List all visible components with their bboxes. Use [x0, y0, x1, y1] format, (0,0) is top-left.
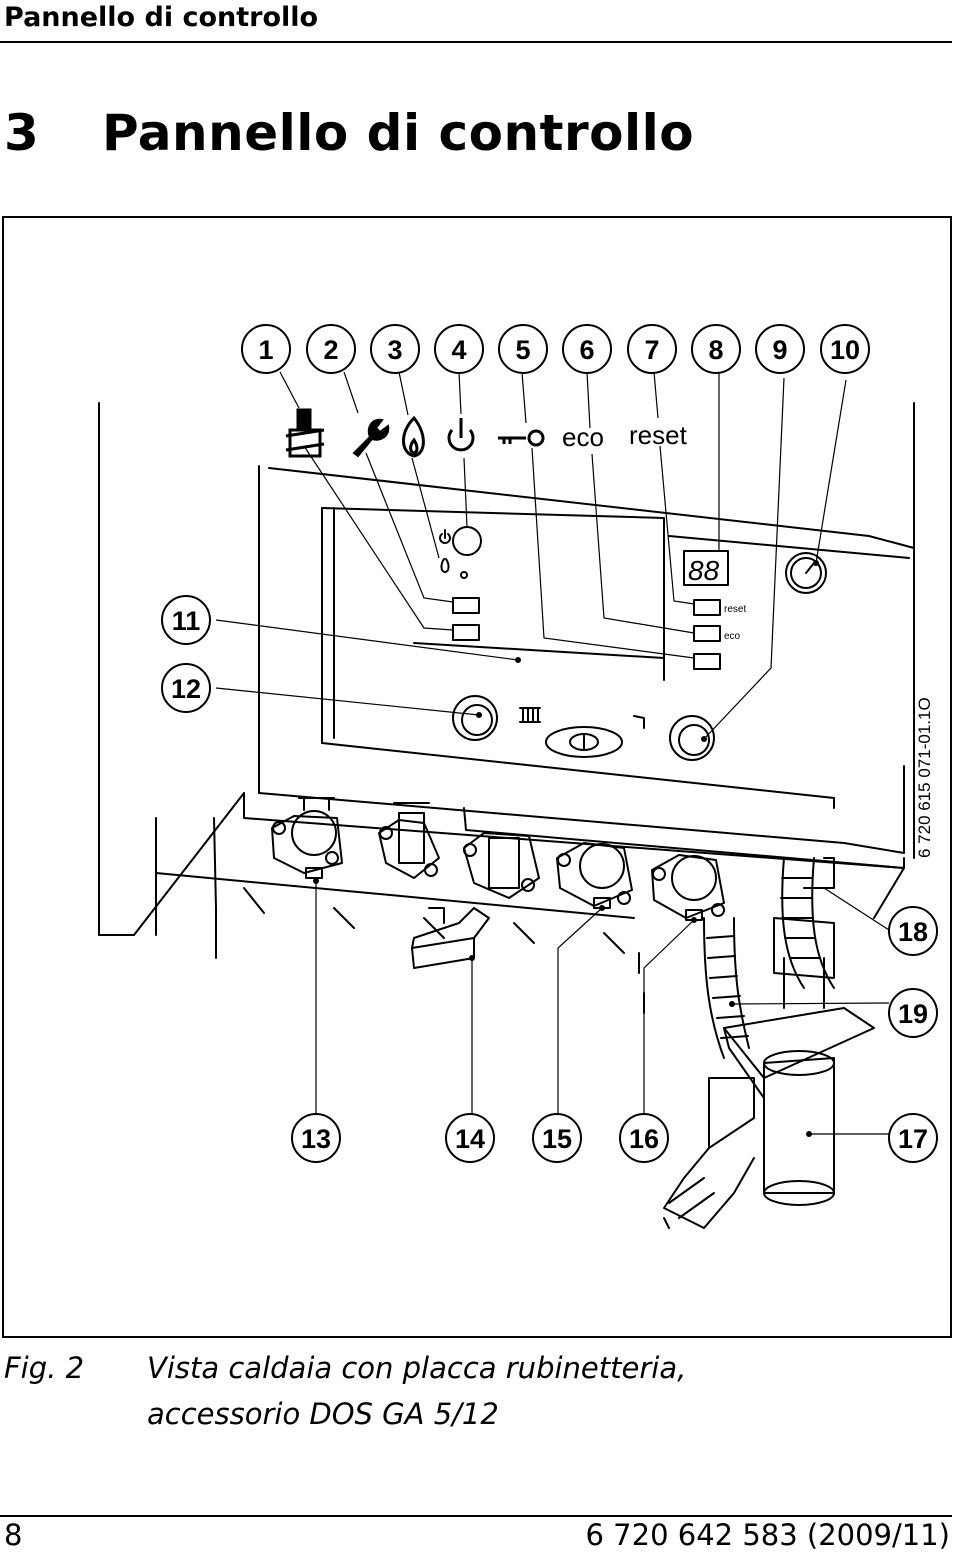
callout-1-label: 1 — [258, 335, 273, 365]
callout-10-label: 10 — [830, 335, 860, 365]
callout-13-label: 13 — [301, 1124, 331, 1154]
callout-14-label: 14 — [455, 1124, 485, 1154]
callout-17-label: 17 — [898, 1124, 928, 1154]
callout-17 — [888, 1113, 938, 1163]
callout-15 — [532, 1113, 582, 1163]
header-rule — [0, 41, 952, 43]
panel-reset-label: reset — [724, 604, 746, 615]
callout-2-label: 2 — [323, 335, 338, 365]
wrench-icon — [352, 418, 390, 458]
callout-9 — [755, 324, 805, 374]
callout-6-label: 6 — [579, 335, 594, 365]
callout-18 — [888, 906, 938, 956]
callout-16-label: 16 — [629, 1124, 659, 1154]
chimney-sweep-icon — [285, 408, 325, 458]
drawing-number: 6 720 615 071-01.1O — [915, 697, 934, 858]
callout-3-label: 3 — [387, 335, 402, 365]
figure-frame: eco reset reset eco 88 6 720 615 071-01.… — [2, 216, 952, 1338]
callout-5 — [498, 324, 548, 374]
callout-16 — [619, 1113, 669, 1163]
chapter-number: 3 — [4, 104, 40, 162]
callout-19 — [888, 988, 938, 1038]
footer-rule — [0, 1515, 952, 1517]
boiler-illustration: eco reset reset eco 88 6 720 615 071-01.… — [98, 324, 938, 1229]
reset-symbol-label: reset — [629, 420, 688, 450]
callout-2 — [306, 324, 356, 374]
figure-caption-label: Fig. 2 — [4, 1351, 85, 1385]
running-header: Pannello di controllo — [4, 2, 319, 33]
flame-icon — [402, 415, 425, 458]
panel-eco-label: eco — [724, 631, 741, 642]
callout-7-label: 7 — [644, 335, 659, 365]
callout-3 — [370, 324, 420, 374]
callout-8-label: 8 — [708, 335, 723, 365]
callout-4-label: 4 — [451, 335, 466, 365]
key-icon — [498, 429, 545, 447]
document-number: 6 720 642 583 (2009/11) — [585, 1518, 950, 1552]
callout-15-label: 15 — [542, 1124, 572, 1154]
callout-14 — [445, 1113, 495, 1163]
figure-caption-line-2: accessorio DOS GA 5/12 — [147, 1397, 499, 1431]
callout-5-label: 5 — [515, 335, 530, 365]
callouts-top — [161, 324, 938, 1163]
callout-12-label: 12 — [171, 674, 201, 704]
callout-11 — [161, 595, 211, 645]
chapter-heading: 3 Pannello di controllo — [4, 104, 694, 162]
callout-9-label: 9 — [772, 335, 787, 365]
figure-caption-text: Vista caldaia con placca rubinetteria, a… — [147, 1345, 686, 1437]
page-number: 8 — [4, 1518, 23, 1552]
callout-18-label: 18 — [898, 917, 928, 947]
panel-display-digits: 88 — [688, 555, 720, 586]
callout-7 — [627, 324, 677, 374]
figure-caption-line-1: Vista caldaia con placca rubinetteria, — [147, 1351, 687, 1385]
callout-6 — [562, 324, 612, 374]
callout-8 — [691, 324, 741, 374]
chapter-title: Pannello di controllo — [102, 104, 695, 162]
callout-11-label: 11 — [172, 606, 201, 636]
callout-10 — [820, 324, 870, 374]
power-icon — [447, 418, 475, 452]
callout-1 — [241, 324, 291, 374]
callout-4 — [434, 324, 484, 374]
eco-symbol-label: eco — [562, 422, 604, 452]
callout-19-label: 19 — [898, 999, 928, 1029]
callout-13 — [291, 1113, 341, 1163]
callout-12 — [161, 663, 211, 713]
